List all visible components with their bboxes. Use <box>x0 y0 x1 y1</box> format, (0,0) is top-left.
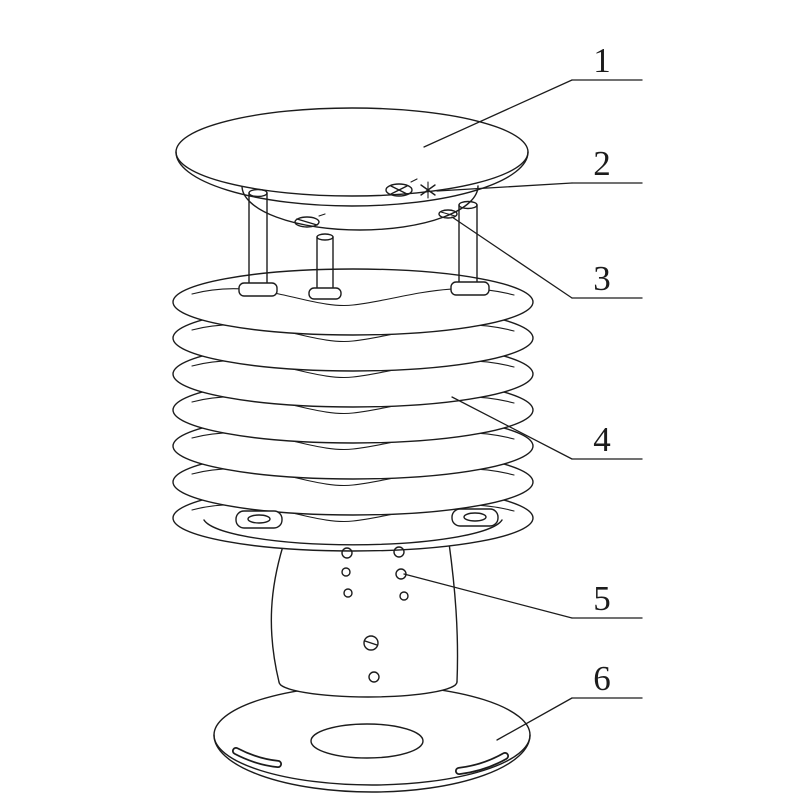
callout-1-leader <box>423 79 573 148</box>
callout-1-label: 1 <box>593 41 611 80</box>
cone-hole <box>393 546 405 558</box>
cone-hole <box>341 567 351 577</box>
cone-screw <box>363 635 379 651</box>
callout-1: 1 <box>423 41 643 148</box>
callout-4-label: 4 <box>593 420 611 459</box>
cone-left-edge <box>270 545 284 683</box>
post-right-top <box>458 200 478 210</box>
callout-2: 2 <box>436 144 643 192</box>
cone-body-fill <box>271 543 458 697</box>
louver-stack <box>172 268 534 552</box>
cap-rim <box>175 151 529 207</box>
base-ring-lower-edge <box>203 519 503 546</box>
base-ear-left <box>235 510 283 529</box>
hole-slot <box>440 211 456 217</box>
post-middle-top <box>316 233 334 241</box>
callout-3-label: 3 <box>593 259 611 298</box>
callout-3-leader <box>451 216 573 299</box>
cone-screw-slot <box>364 640 378 646</box>
fitting-slot <box>296 218 318 226</box>
cone-hole <box>343 588 353 598</box>
cone-bottom-edge <box>278 681 458 698</box>
callouts: 1 2 3 4 5 <box>403 41 643 741</box>
fitting-head <box>294 216 320 228</box>
cap-underplate <box>241 185 479 231</box>
callout-6: 6 <box>496 659 643 741</box>
post-left-bracket <box>238 282 278 297</box>
callout-6-leader <box>496 697 573 741</box>
callout-4-leader <box>451 396 573 460</box>
cone-hole <box>368 671 380 683</box>
neck-cone <box>270 542 459 698</box>
callout-5: 5 <box>403 573 643 619</box>
cone-holes <box>341 546 409 683</box>
bottom-flange <box>213 684 531 793</box>
flange-center-hole <box>310 723 424 759</box>
callout-5-leader <box>403 573 573 619</box>
cap-left-fitting <box>294 213 326 228</box>
base-ear-right-slot <box>463 512 487 522</box>
callout-2-leader <box>436 182 573 192</box>
flange-slot-right-inner <box>456 753 508 774</box>
post-right-bracket <box>450 281 490 296</box>
cap-bolt-fitting <box>420 181 436 199</box>
flange-rim <box>213 734 531 793</box>
cap-screw-fitting <box>385 178 418 197</box>
flange-slot-left-inner <box>233 748 281 767</box>
post-middle-bracket <box>308 287 342 300</box>
screw-tick <box>410 178 418 183</box>
top-cap <box>175 107 529 231</box>
hole-outline <box>438 209 458 219</box>
drawing-root: 1 2 3 4 5 <box>172 41 643 793</box>
screw-head <box>385 183 413 197</box>
cone-hole <box>341 547 353 559</box>
cone-right-edge <box>448 542 459 683</box>
callout-5-label: 5 <box>593 579 611 618</box>
support-posts <box>238 188 490 300</box>
base-ring <box>203 508 503 546</box>
base-ear-right <box>451 508 499 527</box>
callout-2-label: 2 <box>593 144 611 183</box>
cap-right-hole <box>438 209 458 219</box>
callout-3: 3 <box>451 216 643 299</box>
louver-plate-1 <box>172 268 534 336</box>
base-ear-left-slot <box>247 514 271 524</box>
callout-4: 4 <box>451 396 643 460</box>
callout-6-label: 6 <box>593 659 611 698</box>
cone-hole <box>399 591 409 601</box>
post-left-top <box>248 188 268 198</box>
cap-top-surface <box>175 107 529 197</box>
fitting-tick <box>318 213 326 217</box>
screw-slot <box>390 185 408 195</box>
